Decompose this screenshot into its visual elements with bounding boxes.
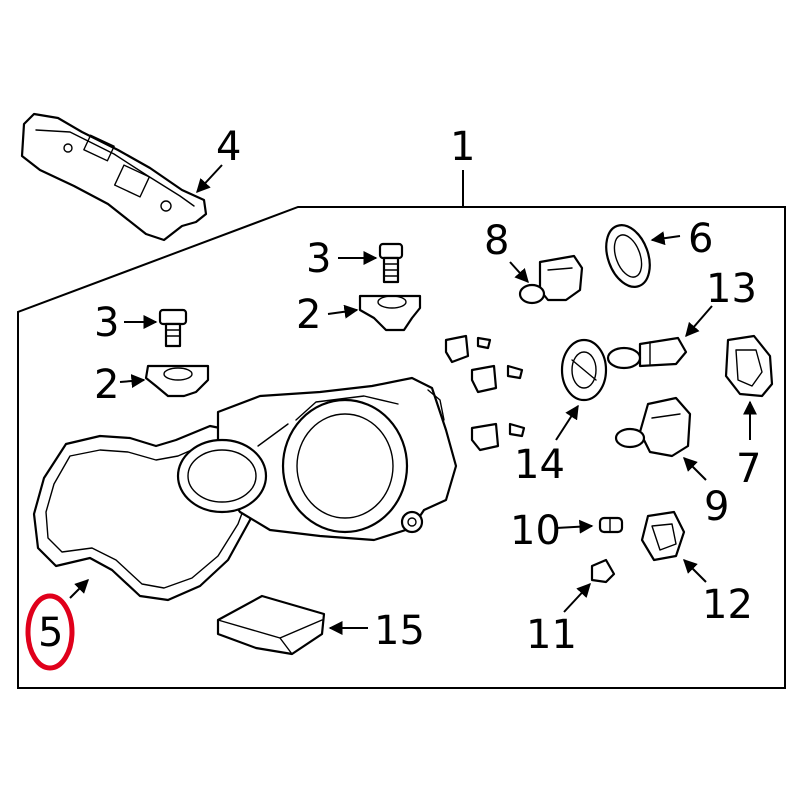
callout-3b: 3 — [94, 300, 119, 346]
bulb-part-8 — [518, 254, 584, 305]
bracket-part-4 — [20, 112, 208, 242]
leader-5 — [69, 579, 89, 599]
callout-12: 12 — [702, 582, 753, 628]
leader-10 — [555, 519, 594, 534]
control-module-part-15 — [216, 594, 326, 656]
callout-13: 13 — [706, 266, 757, 312]
callout-11: 11 — [526, 612, 577, 658]
bolt-part-3-upper — [378, 242, 404, 284]
callout-4: 4 — [216, 124, 241, 170]
cover-part-7 — [724, 334, 774, 398]
socket-part-14 — [560, 338, 608, 402]
callout-3a: 3 — [306, 236, 331, 282]
callout-9: 9 — [704, 484, 729, 530]
highlight-ring-5 — [25, 593, 75, 671]
clip-part-2-lower — [144, 364, 210, 398]
callout-1: 1 — [450, 124, 475, 170]
assembly-frame — [17, 206, 786, 689]
leader-11 — [563, 582, 591, 613]
leader-6 — [650, 231, 681, 246]
callout-8: 8 — [484, 218, 509, 264]
leader-12 — [683, 559, 707, 583]
leader-13 — [685, 305, 713, 338]
clip-part-2-upper — [358, 294, 422, 332]
leader-2b — [119, 374, 146, 389]
callout-10: 10 — [510, 508, 561, 554]
leader-9 — [683, 457, 707, 481]
callout-15: 15 — [374, 608, 425, 654]
bulb-part-10 — [598, 516, 624, 534]
socket-part-12 — [640, 510, 686, 562]
small-socket-cluster — [444, 334, 526, 452]
bulb-part-11 — [590, 558, 616, 584]
callout-7: 7 — [736, 446, 761, 492]
callout-2a: 2 — [296, 292, 321, 338]
callout-2b: 2 — [94, 362, 119, 408]
leader-8 — [509, 261, 529, 284]
bulb-part-13 — [606, 336, 688, 370]
headlamp-housing-part-1 — [176, 376, 458, 542]
bulb-part-9 — [614, 396, 692, 458]
callout-5: 5 — [38, 610, 63, 656]
cap-part-6 — [605, 224, 651, 288]
callout-6: 6 — [688, 216, 713, 262]
leader-14 — [555, 404, 579, 441]
bolt-part-3-lower — [158, 308, 188, 348]
leader-4 — [196, 164, 223, 194]
callout-14: 14 — [514, 442, 565, 488]
leader-2a — [327, 304, 359, 319]
